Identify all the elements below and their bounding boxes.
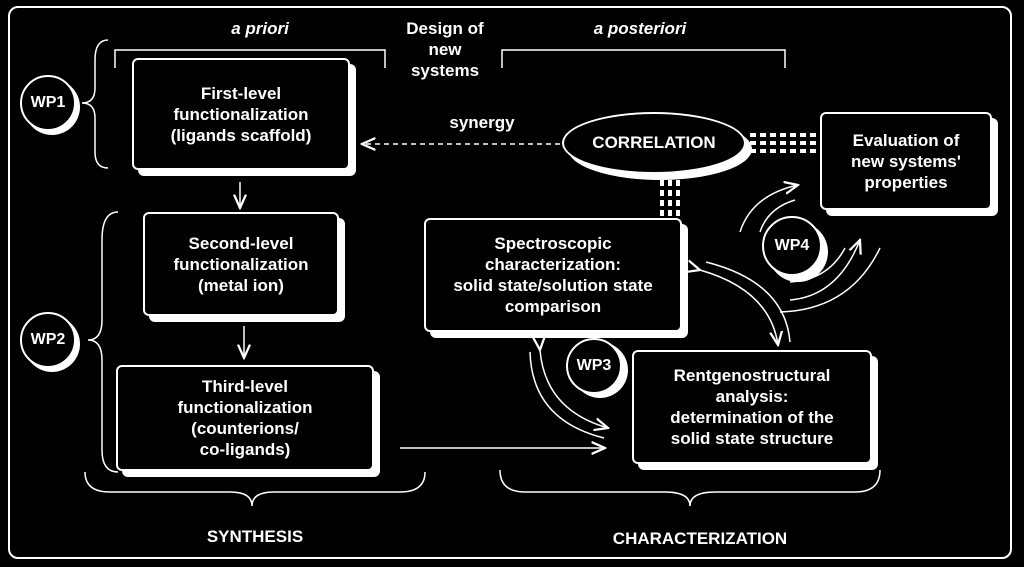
spectroscopic-box: Spectroscopic characterization: solid st…: [424, 218, 682, 332]
wp3-badge: WP3: [566, 338, 622, 394]
design-label: Design of new systems: [406, 19, 484, 80]
characterization-brace: [499, 469, 881, 507]
correlation-evaluation-link: [750, 133, 816, 153]
characterization-label: CHARACTERIZATION: [612, 529, 788, 548]
synthesis-label: SYNTHESIS: [206, 527, 304, 546]
rentgenostructural-box: Rentgenostructural analysis: determinati…: [632, 350, 872, 464]
a-priori-label: a priori: [231, 19, 289, 38]
evaluation-box: Evaluation of new systems' properties: [820, 112, 992, 210]
wp1-brace: [81, 39, 109, 169]
a-posteriori-bracket: [501, 49, 786, 68]
spectro-rentgen-double-arrow: [700, 262, 791, 345]
wp4-badge: WP4: [762, 216, 822, 276]
synthesis-brace: [84, 471, 426, 507]
wp2-brace: [87, 211, 119, 473]
correlation-ellipse: CORRELATION: [562, 112, 746, 174]
wp3-cycle-double-arrow: [529, 350, 608, 439]
third-level-box: Third-level functionalization (counterio…: [116, 365, 374, 471]
diagram-frame: [8, 6, 1012, 559]
correlation-spectro-link: [660, 180, 680, 216]
wp2-badge: WP2: [20, 312, 76, 368]
second-level-box: Second-level functionalization (metal io…: [143, 212, 339, 316]
synergy-label: synergy: [449, 113, 515, 132]
a-posteriori-label: a posteriori: [593, 19, 687, 38]
first-level-box: First-level functionalization (ligands s…: [132, 58, 350, 170]
a-priori-bracket: [114, 49, 386, 68]
wp1-badge: WP1: [20, 75, 76, 131]
